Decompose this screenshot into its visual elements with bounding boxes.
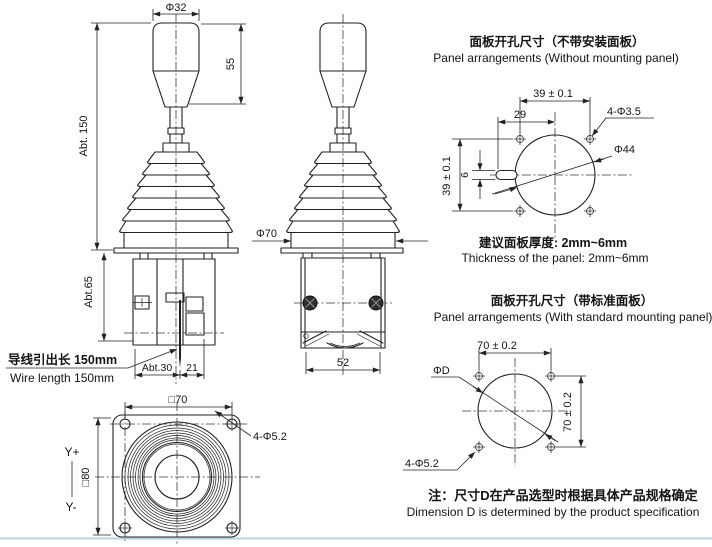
- flange-plate: [113, 247, 239, 254]
- thickness-note-en: Thickness of the panel: 2mm~6mm: [461, 251, 648, 265]
- dim-hole-span-h: 70 ± 0.2: [477, 340, 517, 352]
- dim-knob-diameter: Φ32: [165, 2, 186, 14]
- dim-cutout-diameter: ΦD: [433, 365, 450, 377]
- dim-hole-span-v: 70 ± 0.2: [562, 392, 574, 432]
- note-block: 注：尺寸D在产品选型时根据具体产品规格确定 Dimension D is det…: [407, 488, 700, 519]
- keyway-slot: [495, 169, 518, 181]
- note-en: Dimension D is determined by the product…: [407, 505, 700, 519]
- flange-plate: [280, 247, 404, 254]
- dim-wire-offset: 21: [186, 362, 198, 374]
- section-title-en: Panel arrangements (With standard mounti…: [434, 310, 712, 324]
- wire-note-cn: 导线引出长 150mm: [8, 352, 117, 367]
- dim-below-panel-height: Abt.65: [83, 276, 95, 308]
- panel-cutout-without: 面板开孔尺寸（不带安装面板） Panel arrangements (Witho…: [433, 34, 678, 265]
- wire-note-en: Wire length 150mm: [10, 371, 114, 385]
- dim-knob-height: 55: [225, 58, 237, 70]
- dim-mount-holes: 4-Φ5.2: [253, 431, 287, 443]
- dim-center-offset: 29: [514, 109, 526, 121]
- dim-hole-span: □70: [169, 394, 188, 406]
- bellows: [119, 151, 233, 234]
- joystick-side-view: Φ32 55 Abt. 150 Abt.65 Abt.30 21 导线引出长 1…: [6, 2, 246, 385]
- wire-needle-tip: [178, 357, 182, 368]
- joystick-front-view: Φ70 52: [252, 14, 428, 376]
- dim-keyway-width: 6: [459, 172, 471, 178]
- dim-hole-span-h: 39 ± 0.1: [533, 88, 573, 100]
- section-title-en: Panel arrangements (Without mounting pan…: [433, 51, 678, 65]
- dim-mount-holes: 4-Φ3.5: [607, 106, 641, 118]
- bellows: [286, 151, 400, 234]
- cutout-circle: [477, 373, 553, 449]
- panel-screw: [368, 295, 384, 311]
- under-panel-mechanism: [124, 258, 224, 368]
- mounting-holes: [118, 417, 239, 535]
- axis-label-y-minus: Y-: [66, 500, 77, 514]
- panel-cutout-with: 面板开孔尺寸（带标准面板） Panel arrangements (With s…: [403, 293, 712, 471]
- dim-total-height: Abt. 150: [78, 116, 90, 157]
- housing: [294, 257, 392, 349]
- mounting-holes: [473, 370, 557, 453]
- dim-bellows-diameter: Φ70: [256, 228, 277, 240]
- dim-flange-size: □80: [80, 468, 92, 487]
- thickness-note-cn: 建议面板厚度: 2mm~6mm: [479, 235, 627, 250]
- dim-body-width: 52: [337, 357, 349, 369]
- dim-cutout-diameter: Φ44: [614, 144, 635, 156]
- joystick-top-view: □70 □80 4-Φ5.2 Y+ Y-: [64, 394, 287, 546]
- section-title-cn: 面板开孔尺寸（带标准面板）: [491, 293, 654, 308]
- mounting-holes: [514, 133, 596, 217]
- note-cn: 注：尺寸D在产品选型时根据具体产品规格确定: [428, 488, 697, 503]
- dim-hole-span-v: 39 ± 0.1: [441, 156, 453, 196]
- knob-outline: [152, 22, 200, 72]
- knob-taper: [319, 70, 367, 108]
- axis-label-y-plus: Y+: [64, 445, 79, 459]
- dim-body-depth: Abt.30: [142, 362, 173, 374]
- knob-taper: [152, 70, 200, 108]
- dim-mount-holes: 4-Φ5.2: [405, 458, 439, 470]
- knob-outline: [319, 22, 367, 72]
- flange-outline: [112, 414, 241, 538]
- bellows-rings: [121, 421, 233, 533]
- panel-screw: [302, 295, 318, 311]
- section-title-cn: 面板开孔尺寸（不带安装面板）: [469, 34, 644, 49]
